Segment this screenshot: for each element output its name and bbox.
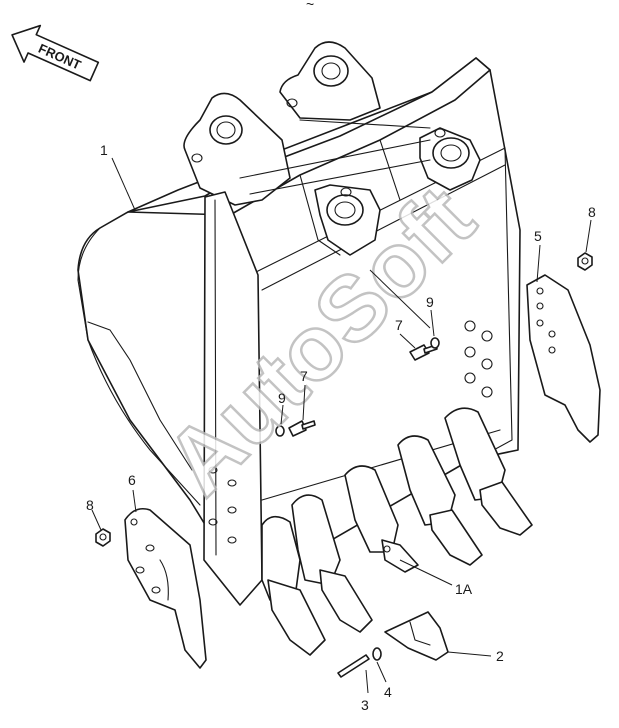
part-5-side-cutter xyxy=(526,274,601,443)
callout-5: 5 xyxy=(534,228,542,244)
part-3-pin xyxy=(337,654,370,678)
tooth-4 xyxy=(397,435,483,566)
part-9-washer-upper xyxy=(430,337,440,349)
part-7-bolt-lower xyxy=(288,420,316,437)
callout-7-lower: 7 xyxy=(300,368,308,384)
part-8-nut-left xyxy=(95,528,111,547)
callout-9-lower: 9 xyxy=(278,390,286,406)
top-mark: ~ xyxy=(306,0,314,12)
tooth-2 xyxy=(291,494,373,633)
tooth-5 xyxy=(444,407,533,536)
callout-9-upper: 9 xyxy=(426,294,434,310)
callout-1a: 1A xyxy=(455,581,473,597)
leader-lines xyxy=(91,157,592,694)
callout-8-right: 8 xyxy=(588,204,596,220)
callout-8-left: 8 xyxy=(86,497,94,513)
callout-1: 1 xyxy=(100,142,108,158)
callout-4: 4 xyxy=(384,684,392,700)
callout-2: 2 xyxy=(496,648,504,664)
part-4-washer xyxy=(372,647,382,661)
tooth-1 xyxy=(261,515,326,656)
callout-3: 3 xyxy=(361,697,369,713)
callout-7-upper: 7 xyxy=(395,317,403,333)
part-9-washer-lower xyxy=(275,425,285,437)
callout-6: 6 xyxy=(128,472,136,488)
part-6-side-cutter xyxy=(124,507,207,669)
part-2-tip xyxy=(384,611,449,661)
part-8-nut-right xyxy=(577,252,593,271)
teeth-row xyxy=(261,407,533,656)
front-arrow: FRONT xyxy=(11,24,100,82)
